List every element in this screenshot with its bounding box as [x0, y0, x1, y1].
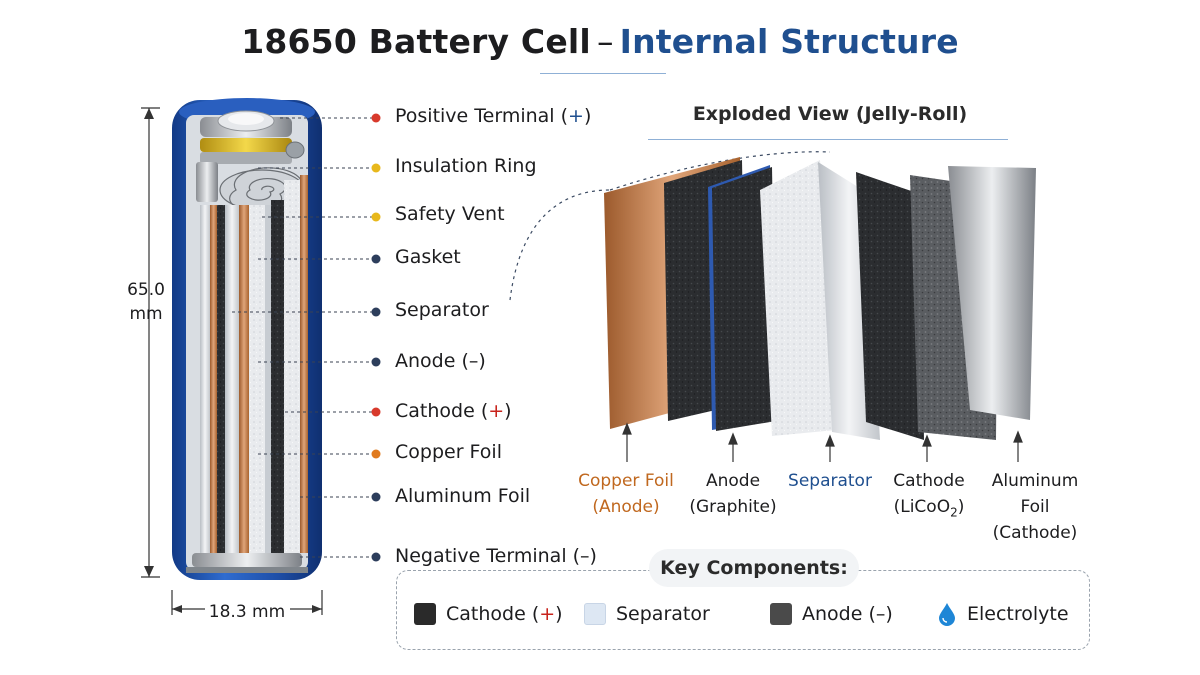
layer-label-line1: Copper Foil — [566, 468, 686, 494]
swatch-separator — [584, 603, 606, 625]
formula-subscript: 2 — [950, 505, 958, 519]
layer-label-line2: (Graphite) — [678, 494, 788, 520]
key-components-title: Key Components: — [649, 549, 859, 587]
layer-label-line1: Aluminum — [980, 468, 1090, 494]
layer-label-line1: Separator — [780, 468, 880, 494]
droplet-icon — [937, 602, 957, 626]
layer-label-line2: (Anode) — [566, 494, 686, 520]
layer-label-separator: Separator — [780, 468, 880, 494]
formula-close: ) — [958, 497, 965, 517]
key-label: Electrolyte — [967, 603, 1069, 625]
formula-base: (LiCoO — [894, 497, 950, 517]
plus-sign: + — [539, 603, 555, 625]
layer-label-cathode: Cathode (LiCoO2) — [874, 468, 984, 525]
key-item-cathode: Cathode (+) — [414, 601, 563, 627]
key-close: ) — [555, 603, 562, 625]
key-label: Separator — [616, 603, 710, 625]
layer-label-copper-foil: Copper Foil (Anode) — [566, 468, 686, 520]
layer-label-anode: Anode (Graphite) — [678, 468, 788, 520]
layer-label-line2: (LiCoO2) — [874, 494, 984, 525]
layer-label-line2: Foil — [980, 494, 1090, 520]
key-item-separator: Separator — [584, 601, 710, 627]
key-item-anode: Anode (–) — [770, 601, 893, 627]
layer-label-line1: Anode — [678, 468, 788, 494]
layer-label-aluminum-foil: Aluminum Foil (Cathode) — [980, 468, 1090, 546]
layer-label-line3: (Cathode) — [980, 520, 1090, 546]
key-item-electrolyte: Electrolyte — [937, 601, 1069, 627]
swatch-cathode — [414, 603, 436, 625]
layer-label-line1: Cathode — [874, 468, 984, 494]
key-label: Anode (–) — [802, 603, 893, 625]
swatch-anode — [770, 603, 792, 625]
key-label: Cathode ( — [446, 603, 539, 625]
